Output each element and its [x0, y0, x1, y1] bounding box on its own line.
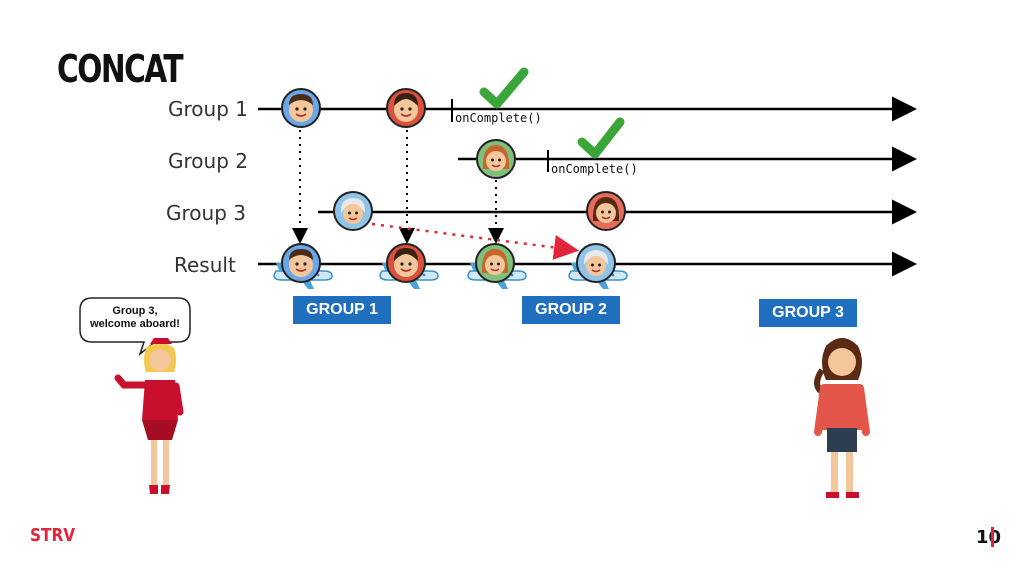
brand-logo: STRV [30, 525, 76, 546]
delayed-emit-arrow [371, 222, 579, 260]
group-1-box: GROUP 1 [293, 296, 391, 324]
row-label-group-1: Group 1 [168, 97, 248, 121]
passenger-avatar [333, 191, 373, 231]
passenger-avatar [576, 243, 616, 283]
checkmark-icon [577, 117, 625, 159]
speech-bubble-line-1: Group 3, [112, 305, 158, 317]
group-3-box: GROUP 3 [759, 299, 857, 327]
flight-attendant-illustration [114, 338, 184, 494]
checkmark-icon [479, 67, 529, 109]
group-2-box: GROUP 2 [522, 296, 620, 324]
passenger-avatar [281, 243, 321, 283]
passenger-avatar [586, 191, 626, 231]
on-complete-label: onComplete() [455, 111, 542, 125]
passenger-avatar [475, 243, 515, 283]
page-number-accent [991, 527, 994, 547]
on-complete-label: onComplete() [551, 162, 638, 176]
row-label-result: Result [174, 253, 236, 277]
slide-title: CONCAT [57, 47, 184, 91]
passenger-avatar [476, 139, 516, 179]
speech-bubble-line-2: welcome aboard! [90, 318, 180, 330]
speech-bubble-text: Group 3, welcome aboard! [80, 305, 190, 331]
page-number: 10 [976, 527, 1002, 548]
passenger-avatar [386, 88, 426, 128]
passenger-avatar [281, 88, 321, 128]
passenger-avatar [386, 243, 426, 283]
row-label-group-3: Group 3 [166, 201, 246, 225]
woman-illustration [814, 338, 870, 498]
row-label-group-2: Group 2 [168, 149, 248, 173]
